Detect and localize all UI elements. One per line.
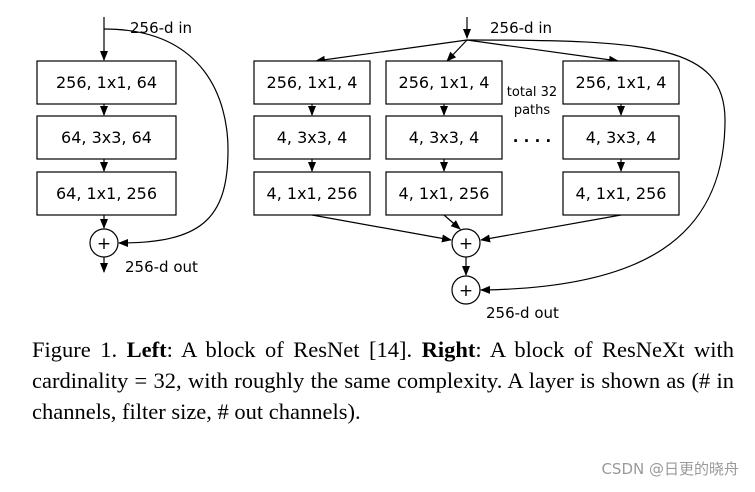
paths-note-line-1: total 32	[507, 85, 557, 100]
csdn-watermark: CSDN @日更的晓舟	[601, 460, 739, 478]
merge-arrow-path-2	[443, 214, 461, 230]
split-arrow-path-32	[466, 39, 619, 64]
caption-left-label: Left	[126, 337, 167, 362]
left-layer-box-1	[36, 60, 177, 105]
paths-ellipsis: · · · ·	[513, 132, 551, 150]
path-1: 256, 1x1, 4 4, 3x3, 4 4, 1x1, 256	[253, 60, 371, 216]
path-1-layer-label-3: 4, 1x1, 256	[267, 184, 358, 203]
path-32-layer-box-3	[562, 171, 680, 216]
left-layer-label-1: 256, 1x1, 64	[56, 73, 157, 92]
path-32: 256, 1x1, 4 4, 3x3, 4 4, 1x1, 256	[562, 60, 680, 216]
path-1-layer-label-1: 256, 1x1, 4	[267, 73, 358, 92]
caption-right-label: Right	[421, 337, 476, 362]
resnext-block: 256-d in 256, 1x1, 4 4, 3x3, 4 4, 1x1, 2…	[253, 17, 726, 322]
left-layer-label-2: 64, 3x3, 64	[61, 128, 152, 147]
path-32-layer-box-2	[562, 115, 680, 160]
paths-note-line-2: paths	[514, 103, 551, 118]
left-layer-box-2	[36, 115, 177, 160]
path-2-layer-box-1	[385, 60, 503, 105]
path-1-layer-label-2: 4, 3x3, 4	[277, 128, 348, 147]
path-32-layer-label-1: 256, 1x1, 4	[576, 73, 667, 92]
left-output-label: 256-d out	[125, 258, 198, 276]
left-layer-label-3: 64, 1x1, 256	[56, 184, 157, 203]
path-2-layer-label-1: 256, 1x1, 4	[399, 73, 490, 92]
left-sum-symbol: +	[97, 234, 111, 254]
caption-right-text: : A block of ResNeXt with cardinality = …	[32, 337, 734, 424]
right-aggregate-symbol: +	[459, 234, 473, 254]
path-1-layer-box-1	[253, 60, 371, 105]
path-32-layer-label-3: 4, 1x1, 256	[576, 184, 667, 203]
left-layer-box-3	[36, 171, 177, 216]
figure-caption: Figure 1. Left: A block of ResNet [14]. …	[32, 334, 734, 427]
path-2-layer-box-2	[385, 115, 503, 160]
path-2-layer-box-3	[385, 171, 503, 216]
split-arrow-path-1	[315, 39, 468, 64]
path-2: 256, 1x1, 4 4, 3x3, 4 4, 1x1, 256	[385, 60, 503, 216]
path-2-layer-label-3: 4, 1x1, 256	[399, 184, 490, 203]
merge-arrow-path-32	[480, 214, 622, 243]
right-sum-node	[451, 275, 481, 305]
path-32-layer-box-1	[562, 60, 680, 105]
left-input-label: 256-d in	[130, 19, 192, 37]
merge-arrow-path-1	[311, 214, 452, 243]
right-output-label: 256-d out	[486, 304, 559, 322]
caption-left-text: : A block of ResNet [14].	[166, 337, 422, 362]
path-32-layer-label-2: 4, 3x3, 4	[586, 128, 657, 147]
right-sum-symbol: +	[459, 281, 473, 301]
right-shortcut-connection	[466, 39, 726, 294]
split-arrow-path-2	[446, 39, 468, 62]
path-2-layer-label-2: 4, 3x3, 4	[409, 128, 480, 147]
resnet-block: 256-d in 256, 1x1, 64 64, 3x3, 64 64, 1x…	[36, 17, 229, 276]
caption-figure-label: Figure 1.	[32, 337, 127, 362]
resnet-resnext-diagram: 256-d in 256, 1x1, 64 64, 3x3, 64 64, 1x…	[36, 17, 726, 322]
left-shortcut-connection	[103, 28, 229, 247]
right-input-label: 256-d in	[490, 19, 552, 37]
